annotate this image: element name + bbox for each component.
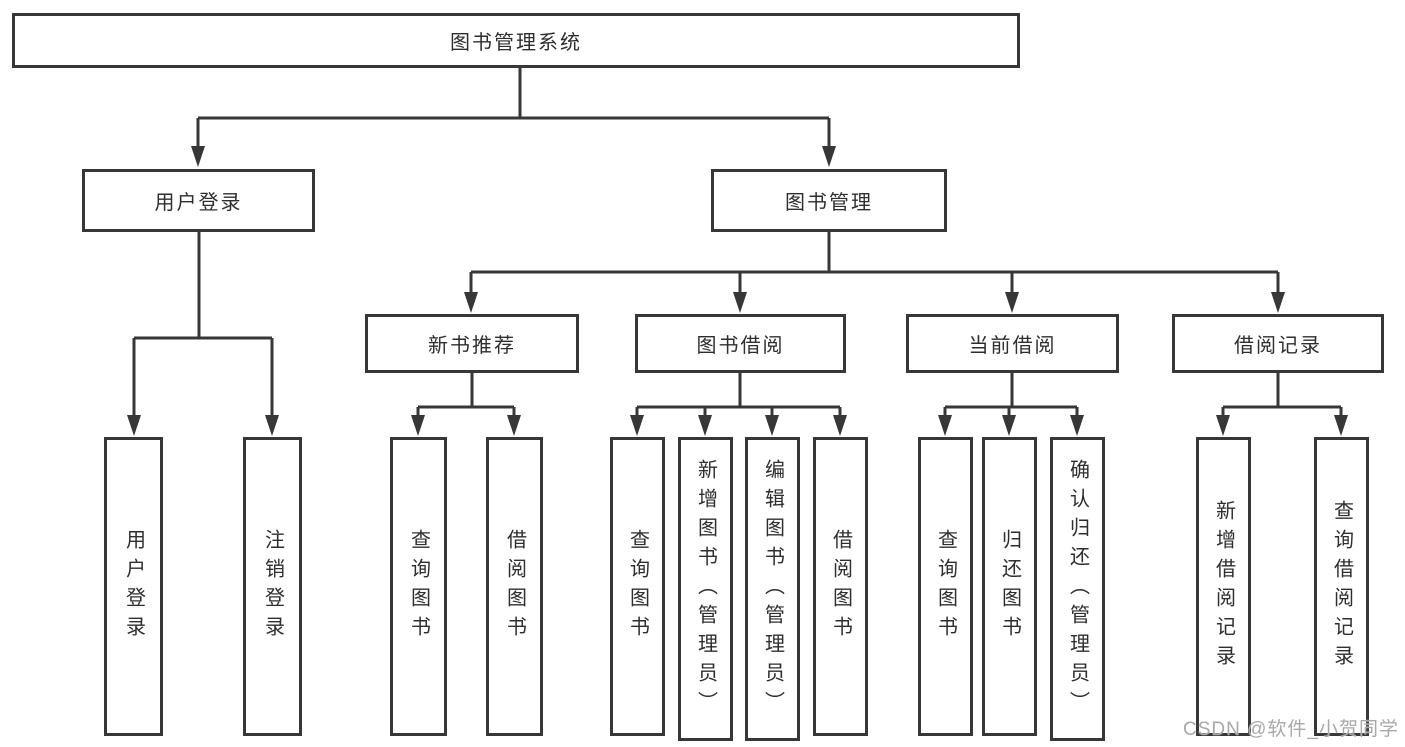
node-label: 借阅图书: [829, 528, 852, 645]
node-label: 查询图书: [407, 528, 430, 645]
node-label: 归还图书: [998, 528, 1021, 645]
node-label: 图书管理: [785, 192, 873, 214]
leaf-add-borrow-record: 新增借阅记录: [1196, 437, 1251, 736]
node-label: 新增图书（管理员）: [694, 458, 717, 720]
node-new-book-recommendation: 新书推荐: [365, 314, 579, 373]
node-borrowing-records: 借阅记录: [1172, 314, 1384, 373]
node-label: 查询借阅记录: [1330, 499, 1353, 674]
node-label: 确认归还（管理员）: [1066, 458, 1089, 720]
node-library-management-system: 图书管理系统: [12, 13, 1020, 68]
node-label: 新增借阅记录: [1212, 499, 1235, 674]
leaf-query-books-2: 查询图书: [610, 437, 665, 736]
leaf-query-books-1: 查询图书: [390, 437, 447, 736]
leaf-query-books-3: 查询图书: [918, 437, 973, 736]
leaf-return-books: 归还图书: [982, 437, 1037, 736]
leaf-edit-books-admin: 编辑图书（管理员）: [745, 437, 800, 741]
node-label: 注销登录: [261, 528, 284, 645]
csdn-watermark: CSDN @软件_小贺同学: [1183, 719, 1399, 740]
node-label: 用户登录: [154, 192, 243, 214]
leaf-borrow-books-2: 借阅图书: [813, 437, 868, 736]
node-label: 借阅记录: [1234, 335, 1322, 357]
node-book-management: 图书管理: [711, 169, 947, 232]
node-label: 用户登录: [122, 528, 145, 645]
node-label: 图书借阅: [696, 335, 785, 357]
node-label: 新书推荐: [428, 335, 516, 357]
leaf-add-books-admin: 新增图书（管理员）: [678, 437, 733, 741]
node-book-borrowing: 图书借阅: [635, 314, 846, 373]
node-label: 编辑图书（管理员）: [761, 458, 784, 720]
node-label: 借阅图书: [503, 528, 526, 645]
node-label: 当前借阅: [968, 335, 1057, 357]
node-label: 图书管理系统: [450, 32, 582, 54]
leaf-query-borrow-record: 查询借阅记录: [1314, 437, 1369, 736]
leaf-confirm-return-admin: 确认归还（管理员）: [1050, 437, 1105, 741]
leaf-borrow-books-1: 借阅图书: [486, 437, 543, 736]
leaf-user-login: 用户登录: [104, 437, 163, 736]
arrowheads: [127, 146, 1348, 436]
node-current-borrowing: 当前借阅: [906, 314, 1119, 373]
node-user-login: 用户登录: [82, 169, 315, 232]
node-label: 查询图书: [626, 528, 649, 645]
node-label: 查询图书: [934, 528, 957, 645]
leaf-logout: 注销登录: [243, 437, 302, 736]
